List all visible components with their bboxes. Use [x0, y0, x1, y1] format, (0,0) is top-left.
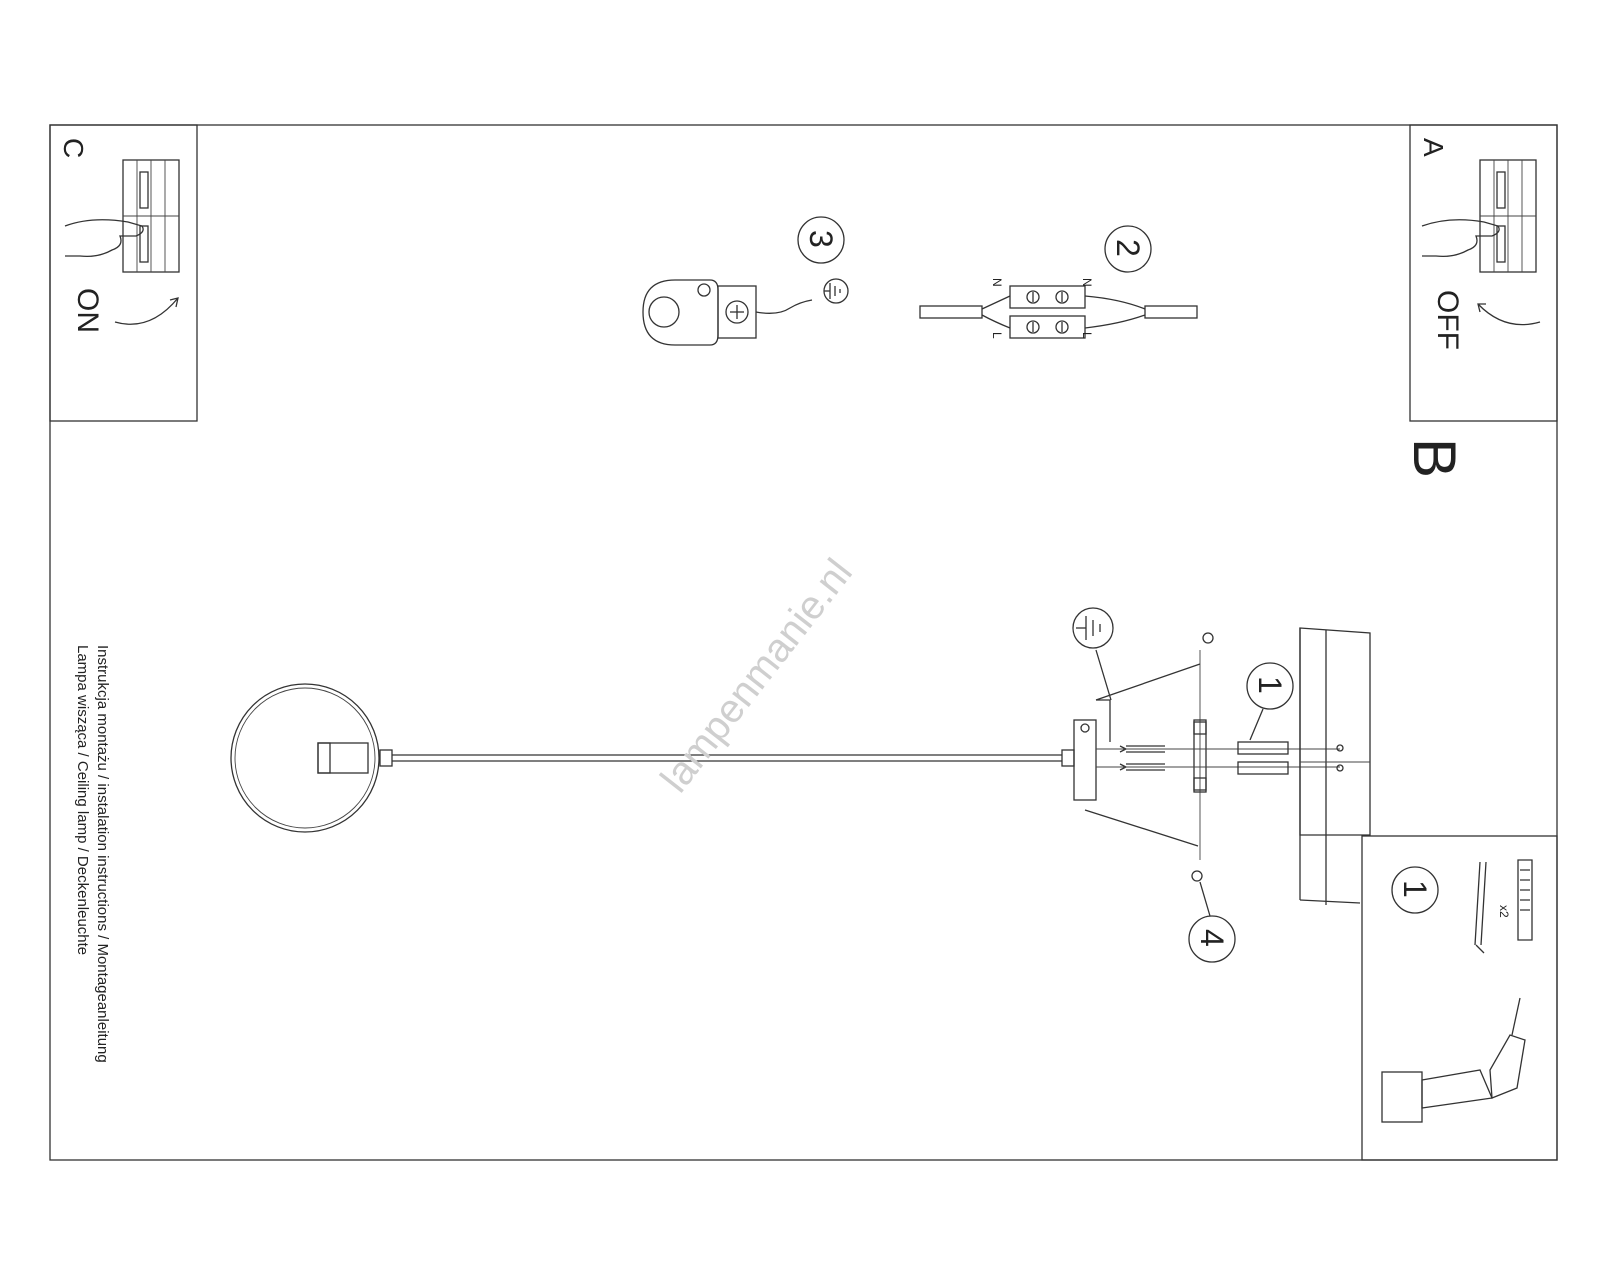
- watermark: lampenmanie.nl: [652, 551, 861, 801]
- sheet-border: [49, 124, 1558, 1161]
- ceiling-canopy-assembly: 1 4: [1072, 607, 1340, 963]
- title-line-2: Lampa wisząca / Ceiling lamp / Deckenleu…: [74, 645, 91, 955]
- panel-a-letter: A: [1418, 138, 1449, 157]
- hand-icon: [1421, 219, 1500, 258]
- step-4-number: 4: [1194, 929, 1230, 947]
- live-label-right: L: [1080, 332, 1094, 339]
- lamp-globe: [230, 683, 380, 833]
- terminal-block-n: [1009, 285, 1086, 309]
- mounting-bracket: [1193, 719, 1207, 793]
- step-4-marker: 4: [1188, 881, 1236, 963]
- pendant-lamp: [230, 683, 1075, 833]
- parts-box-step: 1: [1397, 880, 1433, 898]
- wall-plug-icon: [1237, 761, 1289, 775]
- light-switch-panel-icon: [122, 159, 180, 273]
- lamp-socket: [317, 742, 369, 774]
- screw-icon: [1191, 632, 1214, 882]
- panel-c: C ON: [49, 124, 198, 422]
- ceiling: [1299, 627, 1371, 905]
- step-1-number: 1: [1252, 676, 1288, 694]
- drill-icon: [1381, 997, 1526, 1123]
- wall-plug-icon: [1517, 859, 1533, 941]
- parts-box: 1 x2: [1361, 835, 1558, 1161]
- ground-eyelet: [642, 279, 719, 346]
- earth-ground-icon: [823, 278, 849, 304]
- panel-c-letter: C: [58, 138, 89, 158]
- step-3-number: 3: [803, 230, 839, 248]
- step-2-wiring: 2 N N L L: [919, 225, 1198, 339]
- light-switch-panel-icon: [1479, 159, 1537, 273]
- step-3-ground-connection: 3: [642, 216, 849, 346]
- curved-arrow-icon: [114, 297, 179, 325]
- neutral-label-left: N: [990, 278, 1004, 287]
- curved-arrow-icon: [1477, 303, 1541, 326]
- panel-c-switch-label: ON: [71, 288, 104, 333]
- live-label-left: L: [990, 332, 1004, 339]
- step-2-number: 2: [1110, 239, 1146, 257]
- wall-plug-icon: [1237, 741, 1289, 755]
- earth-ground-icon: [1072, 607, 1114, 649]
- step-1-marker: 1: [1246, 662, 1294, 741]
- panel-a-switch-label: OFF: [1431, 290, 1464, 350]
- panel-b-letter: B: [1401, 438, 1468, 478]
- parts-box-quantity: x2: [1497, 905, 1511, 918]
- terminal-block-l: [1009, 315, 1086, 339]
- neutral-label-right: N: [1080, 278, 1094, 287]
- panel-a: A OFF: [1409, 124, 1558, 422]
- ceiling-canopy: [1073, 719, 1097, 801]
- hand-icon: [64, 219, 144, 258]
- screw-icon: [1474, 861, 1487, 954]
- title-line-1: Instrukcja montażu / instalation instruc…: [94, 645, 111, 1063]
